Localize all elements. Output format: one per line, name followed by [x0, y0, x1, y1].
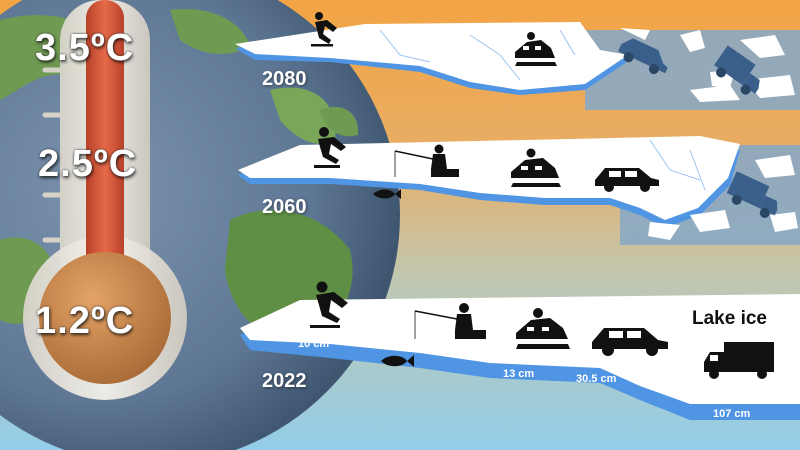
- ice-slab-2060: [238, 136, 740, 228]
- car-icon: [595, 168, 659, 192]
- snowmobile-icon: [516, 308, 570, 349]
- truck-icon: [704, 342, 774, 379]
- sinking-truck-icon: [714, 45, 760, 95]
- temperature-label-2-5: 2.5ºC: [38, 143, 138, 185]
- snowmobile-icon: [511, 148, 561, 187]
- sinking-car-icon: [618, 38, 668, 75]
- thickness-label-skater: 10 cm: [298, 338, 330, 350]
- ice-fisher-icon: [414, 303, 486, 339]
- thermometer: [23, 0, 187, 400]
- year-label-2080: 2080: [262, 68, 307, 90]
- snowmobile-icon: [515, 32, 557, 66]
- skater-icon: [314, 127, 346, 168]
- thickness-label-truck: 107 cm: [713, 408, 751, 420]
- fish-icon: [373, 189, 401, 199]
- year-label-2060: 2060: [262, 196, 307, 218]
- ice-fisher-icon: [394, 144, 459, 177]
- skater-icon: [310, 281, 348, 328]
- sinking-truck-icon: [726, 171, 778, 218]
- skater-icon: [311, 12, 337, 47]
- thickness-label-snowmobile: 13 cm: [503, 368, 535, 380]
- fish-icon: [381, 355, 414, 367]
- temperature-label-3-5: 3.5ºC: [35, 27, 135, 69]
- floating-ice-2060: [648, 155, 798, 240]
- temperature-label-1-2: 1.2ºC: [35, 300, 135, 342]
- car-icon: [592, 328, 668, 356]
- year-label-2022: 2022: [262, 370, 307, 392]
- lake-ice-title: Lake ice: [692, 308, 767, 329]
- thickness-label-car: 30.5 cm: [576, 373, 617, 385]
